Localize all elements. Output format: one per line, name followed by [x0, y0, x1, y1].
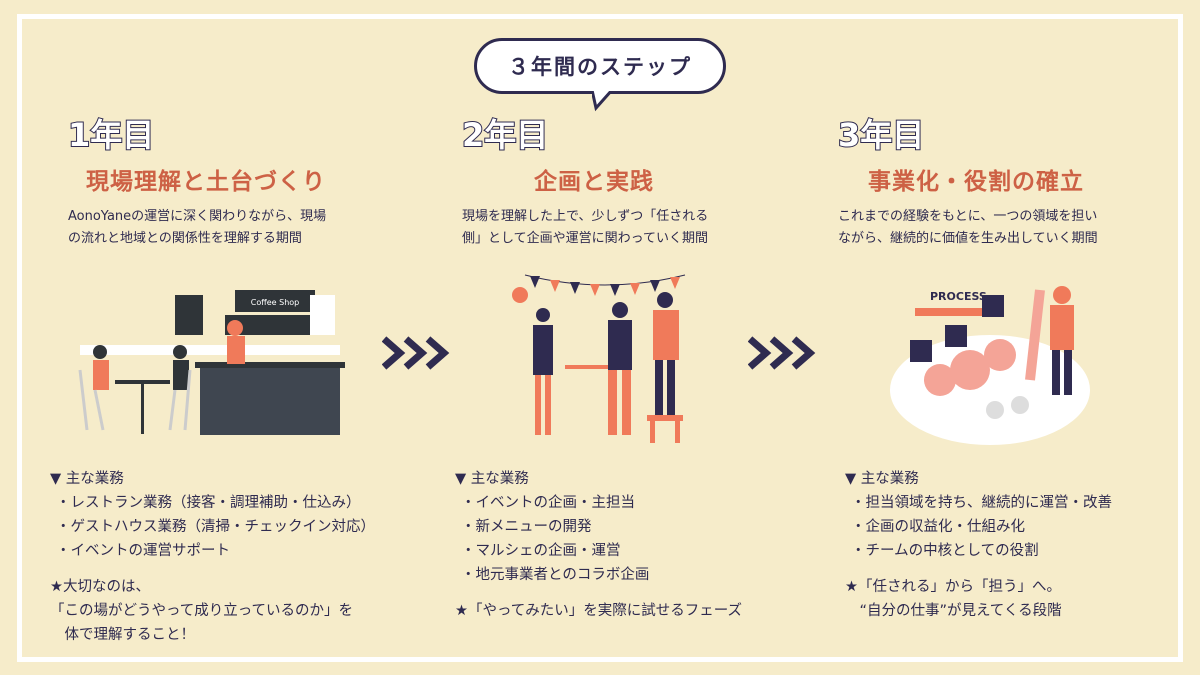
- bubble-tail: [592, 88, 614, 112]
- year-label: 3年目: [837, 115, 925, 155]
- step-3: 3年目 事業化・役割の確立 これまでの経験をもとに、一つの領域を担いながら、継続…: [837, 110, 1178, 250]
- step-2: 2年目 企画と実践 現場を理解した上で、少しずつ「任される側」として企画や運営に…: [461, 110, 802, 250]
- task-item: ・企画の収益化・仕組み化: [851, 519, 1025, 535]
- tasks-3: ▼ 主な業務 ・担当領域を持ち、継続的に運営・改善 ・企画の収益化・仕組み化 ・…: [845, 467, 1112, 623]
- task-item: ・担当領域を持ち、継続的に運営・改善: [851, 495, 1112, 511]
- task-item: ・チームの中核としての役割: [851, 543, 1039, 559]
- task-item: ・イベントの企画・主担当: [461, 495, 635, 511]
- task-item: ・地元事業者とのコラボ企画: [461, 567, 650, 583]
- task-item: ・レストラン業務（接客・調理補助・仕込み）: [56, 495, 361, 511]
- task-item: ・イベントの運営サポート: [56, 543, 230, 559]
- task-item: ・マルシェの企画・運営: [461, 543, 621, 559]
- step-1: 1年目 現場理解と土台づくり AonoYaneの運営に深く関わりながら、現場の流…: [67, 110, 408, 250]
- process-illustration: PROCESS: [890, 286, 1090, 445]
- step-title: 現場理解と土台づくり: [86, 169, 326, 195]
- note: ★「任される」から「担う」へ。 “自分の仕事”が見えてくる段階: [845, 579, 1062, 619]
- tasks-heading: ▼ 主な業務: [845, 471, 919, 487]
- tasks-heading: ▼ 主な業務: [50, 471, 124, 487]
- year-label: 2年目: [461, 115, 549, 155]
- party-illustration: [512, 274, 686, 443]
- coffee-shop-illustration: Coffee Shop: [78, 290, 345, 435]
- step-desc: AonoYaneの運営に深く関わりながら、現場の流れと地域との関係性を理解する期…: [68, 209, 327, 246]
- header-title: ３年間のステップ: [508, 55, 692, 79]
- frame: [17, 14, 1183, 662]
- chevrons-right-icon: [748, 336, 816, 370]
- chevrons-right-icon: [382, 336, 450, 370]
- header-bubble: ３年間のステップ: [474, 38, 726, 94]
- task-item: ・ゲストハウス業務（清掃・チェックイン対応）: [56, 519, 375, 535]
- step-desc: 現場を理解した上で、少しずつ「任される側」として企画や運営に関わっていく期間: [462, 209, 709, 246]
- step-title: 企画と実践: [534, 169, 654, 195]
- svg-text:PROCESS: PROCESS: [930, 290, 987, 303]
- note: ★「やってみたい」を実際に試せるフェーズ: [455, 603, 743, 619]
- tasks-1: ▼ 主な業務 ・レストラン業務（接客・調理補助・仕込み） ・ゲストハウス業務（清…: [50, 467, 375, 647]
- tasks-2: ▼ 主な業務 ・イベントの企画・主担当 ・新メニューの開発 ・マルシェの企画・運…: [455, 467, 742, 623]
- tasks-heading: ▼ 主な業務: [455, 471, 529, 487]
- task-item: ・新メニューの開発: [461, 519, 592, 535]
- svg-text:Coffee Shop: Coffee Shop: [251, 298, 300, 307]
- note: ★大切なのは、「この場がどうやって成り立っているのか」を 体で理解すること！: [50, 579, 354, 643]
- step-desc: これまでの経験をもとに、一つの領域を担いながら、継続的に価値を生み出していく期間: [838, 209, 1098, 246]
- year-label: 1年目: [67, 115, 155, 155]
- step-title: 事業化・役割の確立: [868, 169, 1084, 195]
